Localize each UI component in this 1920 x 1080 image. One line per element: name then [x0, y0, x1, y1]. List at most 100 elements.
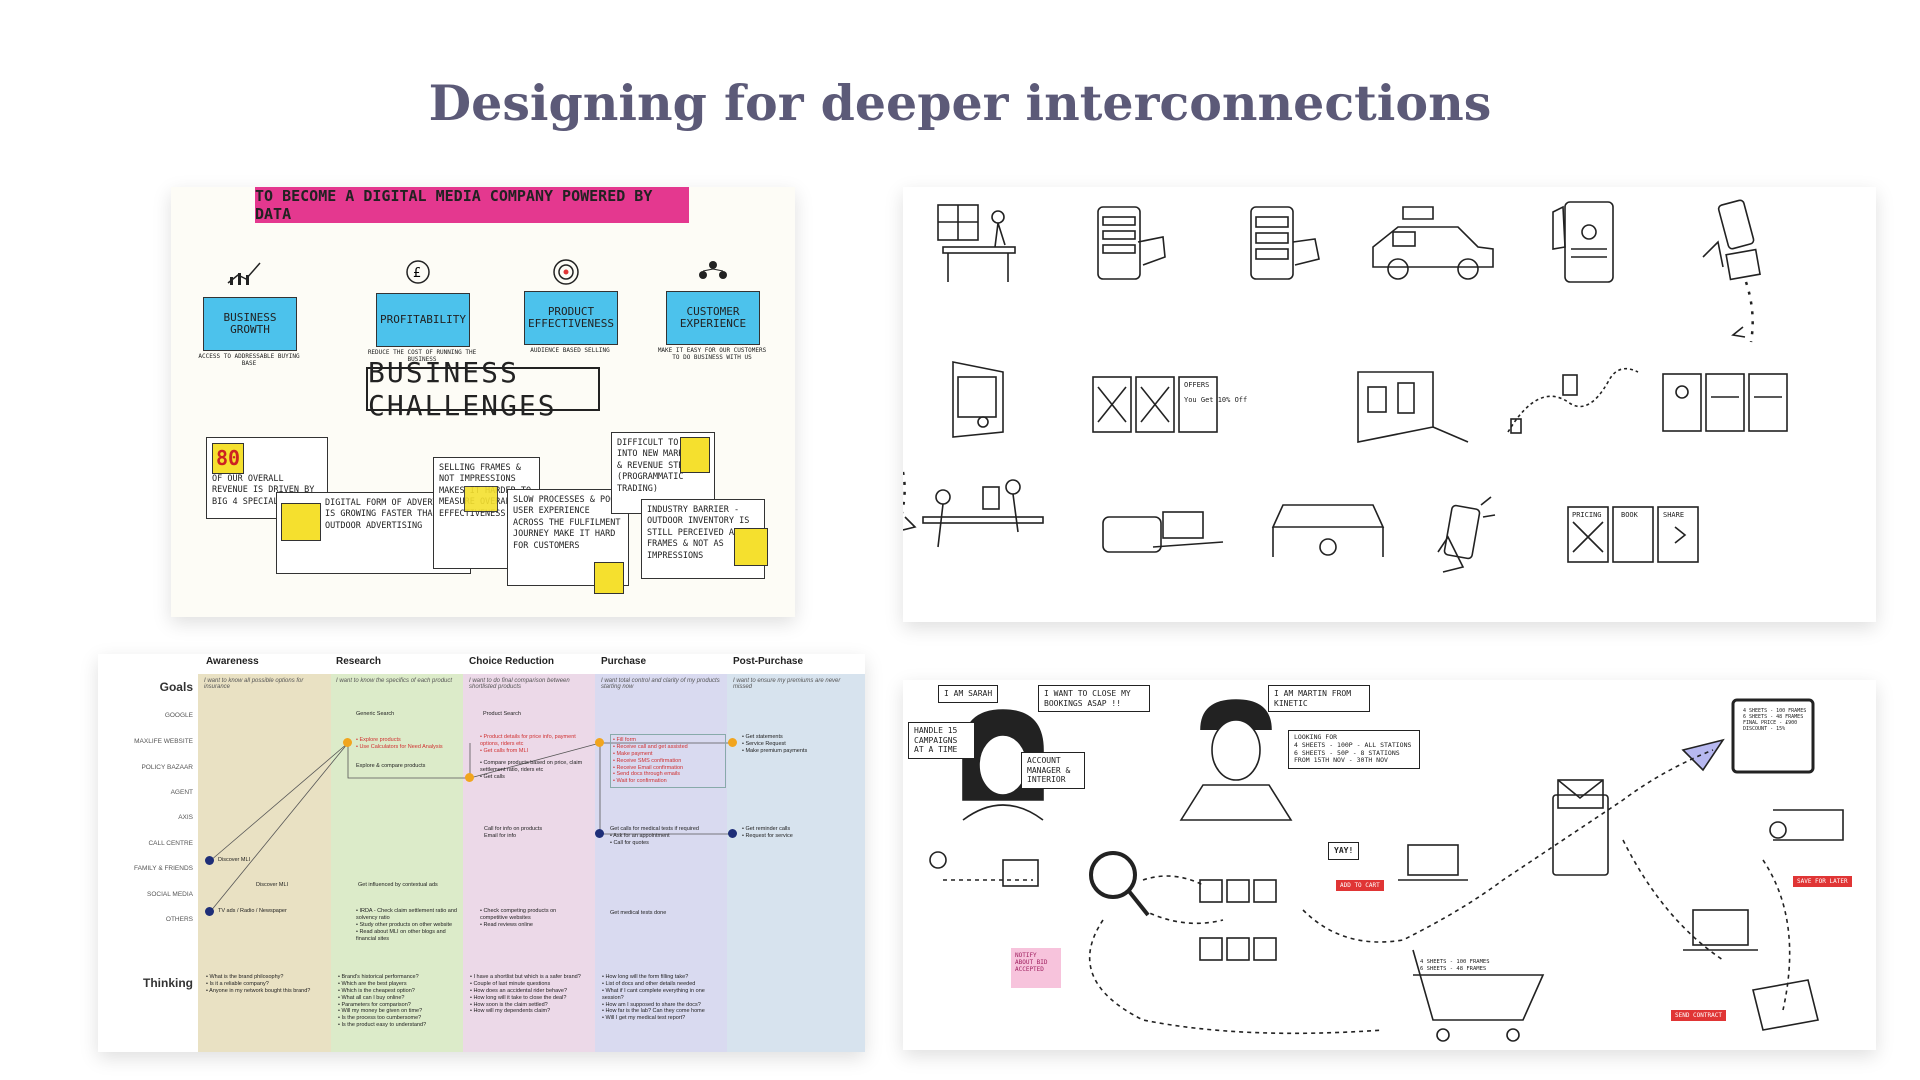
journey-item: TV ads / Radio / Newspaper [218, 908, 287, 914]
journey-item: Product Search [483, 711, 521, 717]
stage-post-purchase: Post-Purchase [733, 656, 804, 667]
frame-phone-screens [1662, 373, 1788, 432]
channel-label: SOCIAL MEDIA [147, 891, 193, 898]
manager-bubble: ACCOUNT MANAGER & INTERIOR [1021, 752, 1085, 789]
goal-text: I want to ensure my premiums are never m… [733, 678, 841, 690]
stage-choice-reduction: Choice Reduction [469, 656, 555, 667]
laptop-sticky [281, 503, 321, 541]
frame-offers-screens [1092, 376, 1218, 433]
thinking-text: • I have a shortlist but which is a safe… [470, 974, 581, 1015]
journey-item: Discover MLI [218, 857, 251, 863]
frame-desk-scene [937, 204, 1016, 282]
fist-sticky [734, 528, 768, 566]
journey-item: • Check competing products on competitiv… [480, 908, 557, 928]
frame-phone-notes [1702, 199, 1761, 281]
note-slow: SLOW PROCESSES & POOR USER EXPERIENCE AC… [507, 489, 629, 594]
page-title: Designing for deeper interconnections [428, 74, 1492, 132]
channel-label: OTHERS [165, 916, 193, 923]
eye-sticky [464, 486, 498, 512]
channel-label: FAMILY & FRIENDS [134, 865, 193, 872]
note-big-number: 80 [212, 443, 245, 474]
stage-band [198, 674, 331, 1052]
touchpoint-dot [595, 738, 604, 747]
discount-label: You Get 10% Off [1184, 396, 1247, 404]
yay-bubble: YAY! [1328, 842, 1360, 860]
stage-purchase: Purchase [601, 656, 647, 667]
thinking-text: • Brand's historical performance? • Whic… [338, 974, 427, 1029]
stage-band [727, 674, 865, 1052]
note-text: INDUSTRY BARRIER - OUTDOOR INVENTORY IS … [647, 505, 750, 561]
goal-text: I want total control and clarity of my p… [601, 678, 720, 690]
storyboard-panel: OFFERS You Get 10% Off PRICING BOOK SHAR… [903, 187, 1876, 622]
frame-office [1271, 504, 1385, 557]
board-banner: TO BECOME A DIGITAL MEDIA COMPANY POWERE… [255, 187, 689, 223]
note-text: DIFFICULT TO TAP INTO NEW MARKETS & REVE… [617, 438, 704, 494]
tablet-text: 4 SHEETS - 100 FRAMES 6 SHEETS - 48 FRAM… [1743, 708, 1807, 732]
business-challenges-board: TO BECOME A DIGITAL MEDIA COMPANY POWERE… [171, 187, 795, 617]
touchpoint-dot [205, 907, 214, 916]
goal-text: I want to do final comparison between sh… [469, 678, 570, 690]
hourglass-sticky [594, 562, 624, 594]
journey-item: Generic Search [356, 711, 395, 717]
people-icon [699, 261, 727, 279]
channel-label: AXIS [178, 814, 193, 821]
note-text: SLOW PROCESSES & POOR USER EXPERIENCE AC… [513, 495, 621, 551]
looking-bubble: LOOKING FOR 4 SHEETS - 100P - ALL STATIO… [1288, 730, 1420, 770]
cart-text: 4 SHEETS - 100 FRAMES 6 SHEETS - 48 FRAM… [1420, 959, 1490, 972]
pillar-business-growth: BUSINESS GROWTH [203, 297, 297, 351]
channel-label: GOOGLE [164, 712, 193, 719]
journey-item: Get influenced by contextual ads [358, 882, 438, 888]
frame-phone-checkout [1250, 206, 1320, 280]
journey-item: Discover MLI [256, 882, 289, 888]
frame-whiteboard [952, 361, 1004, 438]
channel-label: POLICY BAZAAR [141, 764, 193, 771]
journey-item: • Get statements • Service Request • Mak… [742, 734, 808, 754]
journey-item: Call for info on products Email for info [484, 826, 543, 839]
stage-research: Research [336, 656, 382, 667]
notify-pink-note: NOTIFY ABOUT BID ACCEPTED [1011, 948, 1061, 988]
goal-text: I want to know all possible options for … [204, 678, 304, 690]
stage-band [331, 674, 463, 1052]
journey-item: • Compare products based on price, claim… [480, 760, 583, 780]
stage-awareness: Awareness [206, 656, 259, 667]
frame-car [1372, 206, 1494, 280]
close-bubble: I WANT TO CLOSE MY BOOKINGS ASAP !! [1038, 685, 1150, 713]
journey-item: • Get reminder calls • Request for servi… [742, 826, 793, 839]
growth-chart-icon [227, 262, 261, 285]
pillar-sub: MAKE IT EASY FOR OUR CUSTOMERS TO DO BUS… [657, 347, 767, 361]
martin-bubble: I AM MARTIN FROM KINETIC [1268, 685, 1370, 713]
thinking-text: • How long will the form filling take? •… [602, 974, 705, 1022]
frame-tablet-phone [1552, 201, 1614, 283]
target-icon [553, 259, 579, 285]
service-map-sketch [929, 698, 1844, 1042]
send-contract-tag: SEND CONTRACT [1671, 1010, 1726, 1021]
touchpoint-dot [205, 856, 214, 865]
journey-item: Explore & compare products [356, 763, 426, 769]
touchpoint-dot [595, 829, 604, 838]
journey-item: • IRDA - Check claim settlement ratio an… [356, 908, 457, 942]
pillar-sub: AUDIENCE BASED SELLING [530, 347, 610, 354]
pillar-product-effectiveness: PRODUCT EFFECTIVENESS [524, 291, 618, 345]
handle-bubble: HANDLE 15 CAMPAIGNS AT A TIME [908, 722, 975, 759]
touchpoint-dot [728, 829, 737, 838]
satellite-sticky [680, 437, 710, 473]
pricing-label: PRICING [1572, 511, 1602, 519]
frame-phone-in-hand [1437, 496, 1496, 573]
thinking-text: • What is the brand philosophy? • Is it … [206, 974, 311, 994]
note-text: OF OUR OVERALL REVENUE IS DRIVEN BY BIG … [212, 474, 315, 507]
journey-item: • Explore products • Use Calculators for… [356, 737, 443, 750]
stage-band [463, 674, 595, 1052]
save-later-tag: SAVE FOR LATER [1793, 876, 1852, 887]
note-text: DIGITAL FORM OF ADVERTISING IS GROWING F… [325, 498, 464, 531]
share-label: SHARE [1663, 511, 1684, 519]
goals-label: Goals [159, 680, 193, 694]
journey-item: • Product details for price info, paymen… [480, 734, 576, 754]
frame-laptop [1102, 511, 1224, 553]
thinking-label: Thinking [143, 976, 193, 990]
journey-lines [209, 742, 733, 913]
frame-journey-map [1507, 367, 1639, 434]
storyboard-sketches: OFFERS You Get 10% Off PRICING BOOK SHAR… [903, 199, 1788, 573]
pillar-customer-experience: CUSTOMER EXPERIENCE [666, 291, 760, 345]
goal-text: I want to know the specifics of each pro… [336, 678, 453, 684]
touchpoint-dot [728, 738, 737, 747]
